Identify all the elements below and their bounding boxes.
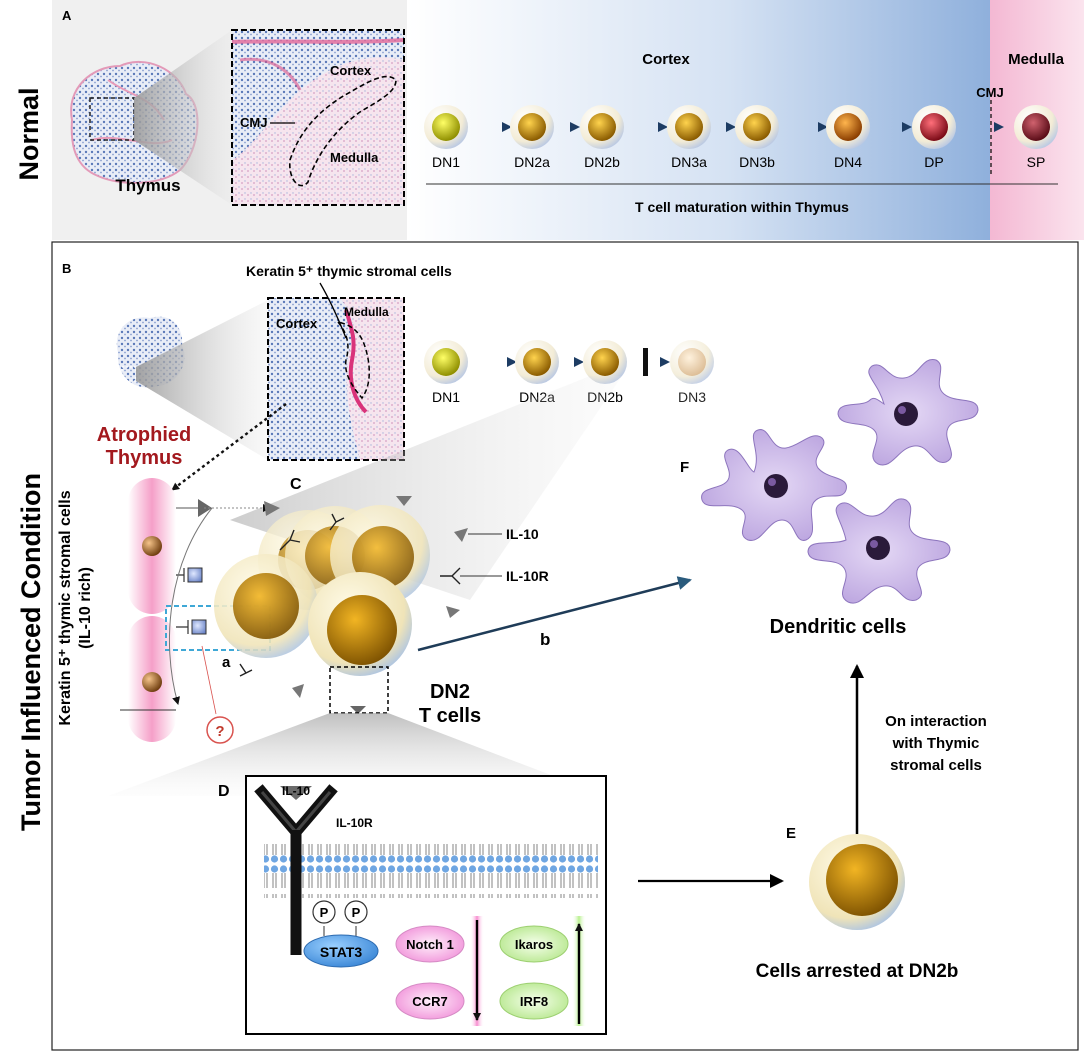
tumor-side-label: Tumor Influenced Condition	[16, 473, 46, 831]
question-leader	[201, 645, 217, 715]
thymus-label: Thymus	[115, 176, 180, 195]
tumor-stage-dn1: DN1	[424, 340, 468, 405]
arrested-dn2b-cell	[809, 834, 905, 930]
sublabel-a: a	[222, 654, 231, 671]
atrophied-zoom-beam	[136, 300, 268, 460]
panel-a: A Cortex Medulla Thymus Cortex CMJ Medul…	[52, 0, 1084, 240]
stage-dn4: DN4	[826, 105, 870, 170]
panel-d-il10r-label: IL-10R	[336, 816, 373, 830]
stage-label: SP	[1027, 154, 1046, 170]
panel-f: F Dendritic cells	[680, 359, 979, 638]
il10-receptor	[254, 784, 338, 955]
il10-label: IL-10	[506, 526, 539, 542]
lipid-bilayer	[264, 844, 598, 898]
panel-e: On interaction with Thymic stromal cells…	[638, 664, 987, 982]
phospho-label: P	[352, 905, 361, 920]
phospho-group-1: P	[312, 900, 336, 936]
panel-d-letter: D	[218, 783, 230, 800]
phospho-group-2: P	[344, 900, 368, 936]
stromal-callout-leader	[319, 282, 347, 339]
up-arrow	[572, 916, 586, 1026]
inset-cmj-label: CMJ	[240, 115, 267, 130]
stromal-cell-upper	[128, 478, 176, 614]
stage-label: DN2b	[584, 154, 620, 170]
dn2-label-2: T cells	[419, 705, 481, 727]
stage-dn3a: DN3a	[667, 105, 711, 170]
stage-label: DN3	[678, 389, 706, 405]
inset-medulla-label: Medulla	[330, 150, 379, 165]
atrophied-label-1: Atrophied	[97, 424, 191, 446]
stage-sp: SP	[1014, 105, 1058, 170]
gene-label: Notch 1	[406, 937, 454, 952]
stage-label: DN2a	[514, 154, 550, 170]
histology-inset-b	[267, 297, 405, 461]
zoom-beam	[134, 30, 232, 205]
gene-label: IRF8	[520, 994, 548, 1009]
il10-molecules	[264, 496, 468, 714]
inset-b-cortex-label: Cortex	[276, 316, 318, 331]
tumor-stage-dn3: DN3	[670, 340, 714, 405]
gene-notch1: Notch 1	[395, 925, 465, 963]
inset-b-medulla-label: Medulla	[344, 305, 389, 319]
interaction-line-1: On interaction	[885, 713, 987, 730]
cortex-header: Cortex	[642, 51, 690, 68]
stage-dn2a: DN2a	[510, 105, 554, 170]
stage-label: DN1	[432, 154, 460, 170]
il10r-receptors	[239, 513, 461, 677]
il10-ligand	[280, 786, 312, 800]
stromal-callout: Keratin 5⁺ thymic stromal cells	[246, 263, 452, 279]
interaction-line-3: stromal cells	[890, 757, 982, 774]
panel-a-letter: A	[62, 8, 72, 23]
stroma-vertical-label-1: Keratin 5⁺ thymic stromal cells	[57, 490, 74, 725]
cmj-boundary-label: CMJ	[976, 85, 1003, 100]
stage-label: DN3a	[671, 154, 707, 170]
gene-ikaros: Ikaros	[499, 925, 569, 963]
dendritic-cell-3	[807, 498, 951, 604]
arrested-caption: Cells arrested at DN2b	[756, 961, 959, 982]
sublabel-b: b	[540, 630, 550, 649]
down-arrow	[470, 916, 484, 1026]
stage-label: DN4	[834, 154, 862, 170]
stage-dp: DP	[912, 105, 956, 170]
il10r-label: IL-10R	[506, 568, 549, 584]
atrophied-label-2: Thymus	[106, 447, 183, 469]
panel-d-il10-label: IL-10	[282, 784, 310, 798]
gene-irf8: IRF8	[499, 982, 569, 1020]
stage-label: DN1	[432, 389, 460, 405]
panel-d: D IL-10 IL-10R P P STAT3	[218, 775, 607, 1035]
stage-label: DN3b	[739, 154, 775, 170]
dn2-label-1: DN2	[430, 681, 470, 703]
stage-dn2b: DN2b	[580, 105, 624, 170]
interaction-line-2: with Thymic	[892, 735, 980, 752]
tumor-stage-arrows	[470, 348, 670, 376]
panel-f-letter: F	[680, 459, 689, 476]
stat3: STAT3	[303, 934, 379, 968]
stroma-vertical-label-2: (IL-10 rich)	[77, 567, 94, 649]
stromal-cell-lower	[128, 616, 176, 742]
panel-b-letter: B	[62, 261, 71, 276]
maturation-caption: T cell maturation within Thymus	[635, 199, 849, 215]
gene-ccr7: CCR7	[395, 982, 465, 1020]
dendritic-caption: Dendritic cells	[770, 616, 907, 638]
arrow-b	[417, 576, 692, 652]
gene-label: CCR7	[412, 994, 447, 1009]
panel-e-letter: E	[786, 825, 796, 842]
stat3-label: STAT3	[320, 944, 362, 960]
gene-label: Ikaros	[515, 937, 553, 952]
dendritic-cell-1	[701, 429, 847, 541]
dendritic-cell-2	[837, 359, 979, 466]
question-circle	[206, 716, 234, 744]
phospho-label: P	[320, 905, 329, 920]
stage-dn3b: DN3b	[735, 105, 779, 170]
stage-label: DP	[924, 154, 943, 170]
dn2-cell-cluster	[214, 505, 430, 676]
question-mark: ?	[215, 723, 224, 740]
panel-c-letter: C	[290, 476, 302, 493]
stage-dn1: DN1	[424, 105, 468, 170]
histology-inset-a	[231, 29, 405, 206]
normal-side-label: Normal	[14, 87, 44, 180]
inset-cortex-label: Cortex	[330, 63, 372, 78]
medulla-header: Medulla	[1008, 51, 1064, 68]
